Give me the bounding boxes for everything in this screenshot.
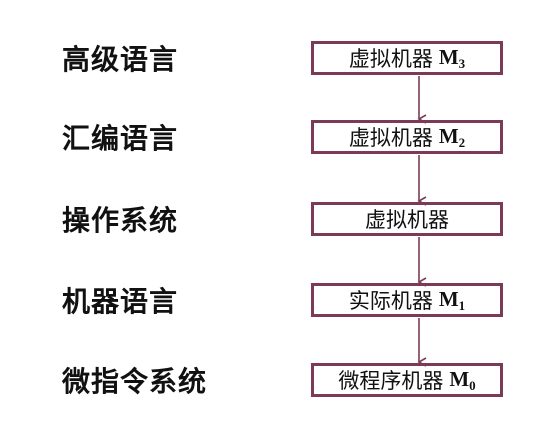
- level-label: 高级语言: [62, 43, 179, 76]
- machine-name: 实际机器: [348, 289, 433, 313]
- machine-name: 虚拟机器: [348, 126, 433, 150]
- level-label: 汇编语言: [62, 122, 179, 155]
- machine-symbol: M0: [449, 366, 476, 393]
- machine-box-m0: 微程序机器 M0: [311, 363, 503, 397]
- level-row-operating-system: 操作系统 虚拟机器: [0, 196, 551, 246]
- level-row-assembly-language: 汇编语言 虚拟机器 M2: [0, 114, 551, 164]
- machine-box-virtual: 虚拟机器: [311, 202, 503, 236]
- level-row-microinstruction-system: 微指令系统 微程序机器 M0: [0, 357, 551, 407]
- machine-box-m3: 虚拟机器 M3: [311, 41, 503, 75]
- level-row-machine-language: 机器语言 实际机器 M1: [0, 277, 551, 327]
- machine-box-m2: 虚拟机器 M2: [311, 120, 503, 154]
- level-label: 微指令系统: [62, 365, 208, 398]
- level-row-high-level-language: 高级语言 虚拟机器 M3: [0, 35, 551, 85]
- machine-box-m1: 实际机器 M1: [311, 283, 503, 317]
- machine-name: 虚拟机器: [348, 47, 433, 71]
- level-label: 机器语言: [62, 285, 179, 318]
- machine-symbol: M2: [438, 123, 466, 150]
- level-label: 操作系统: [62, 204, 179, 237]
- machine-symbol: M3: [438, 44, 466, 71]
- machine-symbol: M1: [438, 286, 466, 313]
- machine-name: 微程序机器: [338, 369, 444, 393]
- machine-name: 虚拟机器: [365, 208, 449, 232]
